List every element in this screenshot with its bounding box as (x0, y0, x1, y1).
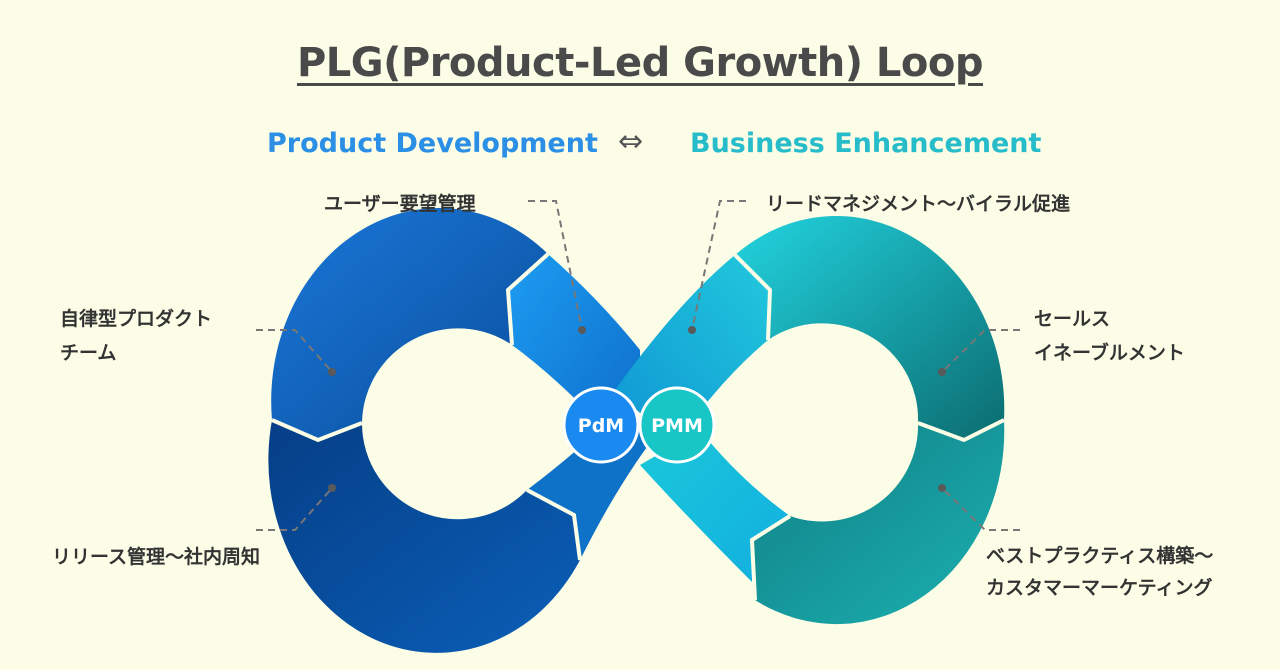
pmm-label: PMM (651, 415, 703, 437)
subtitle-business-enhancement: Business Enhancement (690, 128, 1042, 159)
label-text-line2: イネーブルメント (1034, 342, 1185, 364)
segment-best-practices (752, 420, 1005, 625)
pdm-badge: PdM (562, 386, 640, 464)
bidirectional-arrow-icon: ⇔ (618, 124, 644, 159)
label-text-line2: カスタマーマーケティング (986, 577, 1213, 599)
leader-dots (328, 326, 946, 492)
label-text: リードマネジメント〜バイラル促進 (766, 193, 1071, 215)
label-lead-management: リードマネジメント〜バイラル促進 (766, 187, 1070, 221)
label-release-management: リリース管理〜社内周知 (52, 540, 260, 574)
label-text-line1: 自律型プロダクト (60, 308, 213, 330)
segment-autonomous-product-team (271, 208, 548, 440)
label-text-line1: ベストプラクティス構築〜 (986, 545, 1214, 567)
label-text: ユーザー要望管理 (324, 193, 476, 215)
label-text: リリース管理〜社内周知 (52, 546, 261, 568)
segment-crossing-teal (640, 430, 790, 585)
segment-release-management (268, 420, 580, 653)
pdm-label: PdM (578, 415, 624, 437)
label-user-request-management: ユーザー要望管理 (324, 187, 476, 221)
label-text-line1: セールス (1034, 308, 1111, 330)
label-sales-enablement: セールス イネーブルメント (1034, 302, 1185, 370)
page-title: PLG(Product-Led Growth) Loop (296, 40, 984, 86)
pmm-badge: PMM (638, 386, 716, 464)
segment-sales-enablement (735, 215, 1005, 440)
label-autonomous-product-team: 自律型プロダクト チーム (60, 302, 212, 370)
label-best-practices: ベストプラクティス構築〜 カスタマーマーケティング (986, 540, 1213, 604)
segment-separators (271, 252, 1005, 601)
label-text-line2: チーム (60, 342, 117, 364)
leader-lines (256, 200, 1020, 531)
subtitle-product-development: Product Development (267, 128, 598, 159)
